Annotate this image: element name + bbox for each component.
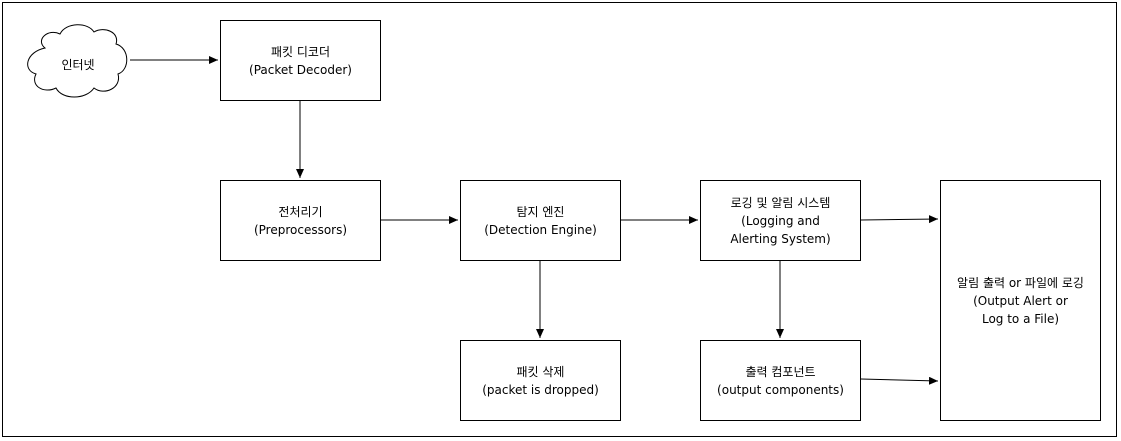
preprocessors-title: 전처리기	[278, 204, 323, 219]
preprocessors-subtitle: (Preprocessors)	[253, 222, 348, 237]
internet-cloud-shape	[27, 24, 128, 98]
output-alert-node: 알림 출력 or 파일에 로깅 (Output Alert or Log to …	[940, 180, 1101, 421]
internet-label: 인터넷	[61, 58, 95, 72]
detection-engine-title: 탐지 엔진	[516, 204, 565, 219]
preprocessors-node: 전처리기 (Preprocessors)	[220, 180, 381, 261]
packet-dropped-node: 패킷 삭제 (packet is dropped)	[460, 340, 621, 421]
logging-alerting-subtitle-1: (Logging and	[741, 213, 820, 228]
edge-output-components-to-output-alert	[860, 376, 939, 385]
packet-dropped-title: 패킷 삭제	[516, 364, 565, 379]
logging-alerting-subtitle-2: Alerting System)	[730, 231, 831, 246]
detection-engine-node: 탐지 엔진 (Detection Engine)	[460, 180, 621, 261]
logging-alerting-node: 로깅 및 알림 시스템 (Logging and Alerting System…	[700, 180, 861, 261]
packet-decoder-subtitle: (Packet Decoder)	[249, 62, 352, 77]
output-alert-subtitle-1: (Output Alert or	[973, 293, 1068, 308]
packet-decoder-node: 패킷 디코더 (Packet Decoder)	[220, 20, 381, 101]
packet-dropped-subtitle: (packet is dropped)	[482, 382, 599, 397]
output-components-title: 출력 컴포넌트	[745, 364, 816, 379]
edge-logging-to-output-alert	[860, 215, 939, 224]
output-components-node: 출력 컴포넌트 (output components)	[700, 340, 861, 421]
output-alert-subtitle-2: Log to a File)	[981, 311, 1060, 326]
output-alert-title: 알림 출력 or 파일에 로깅	[957, 275, 1084, 290]
output-components-subtitle: (output components)	[717, 382, 844, 397]
detection-engine-subtitle: (Detection Engine)	[484, 222, 597, 237]
packet-decoder-title: 패킷 디코더	[270, 44, 330, 59]
logging-alerting-title: 로깅 및 알림 시스템	[730, 195, 831, 210]
